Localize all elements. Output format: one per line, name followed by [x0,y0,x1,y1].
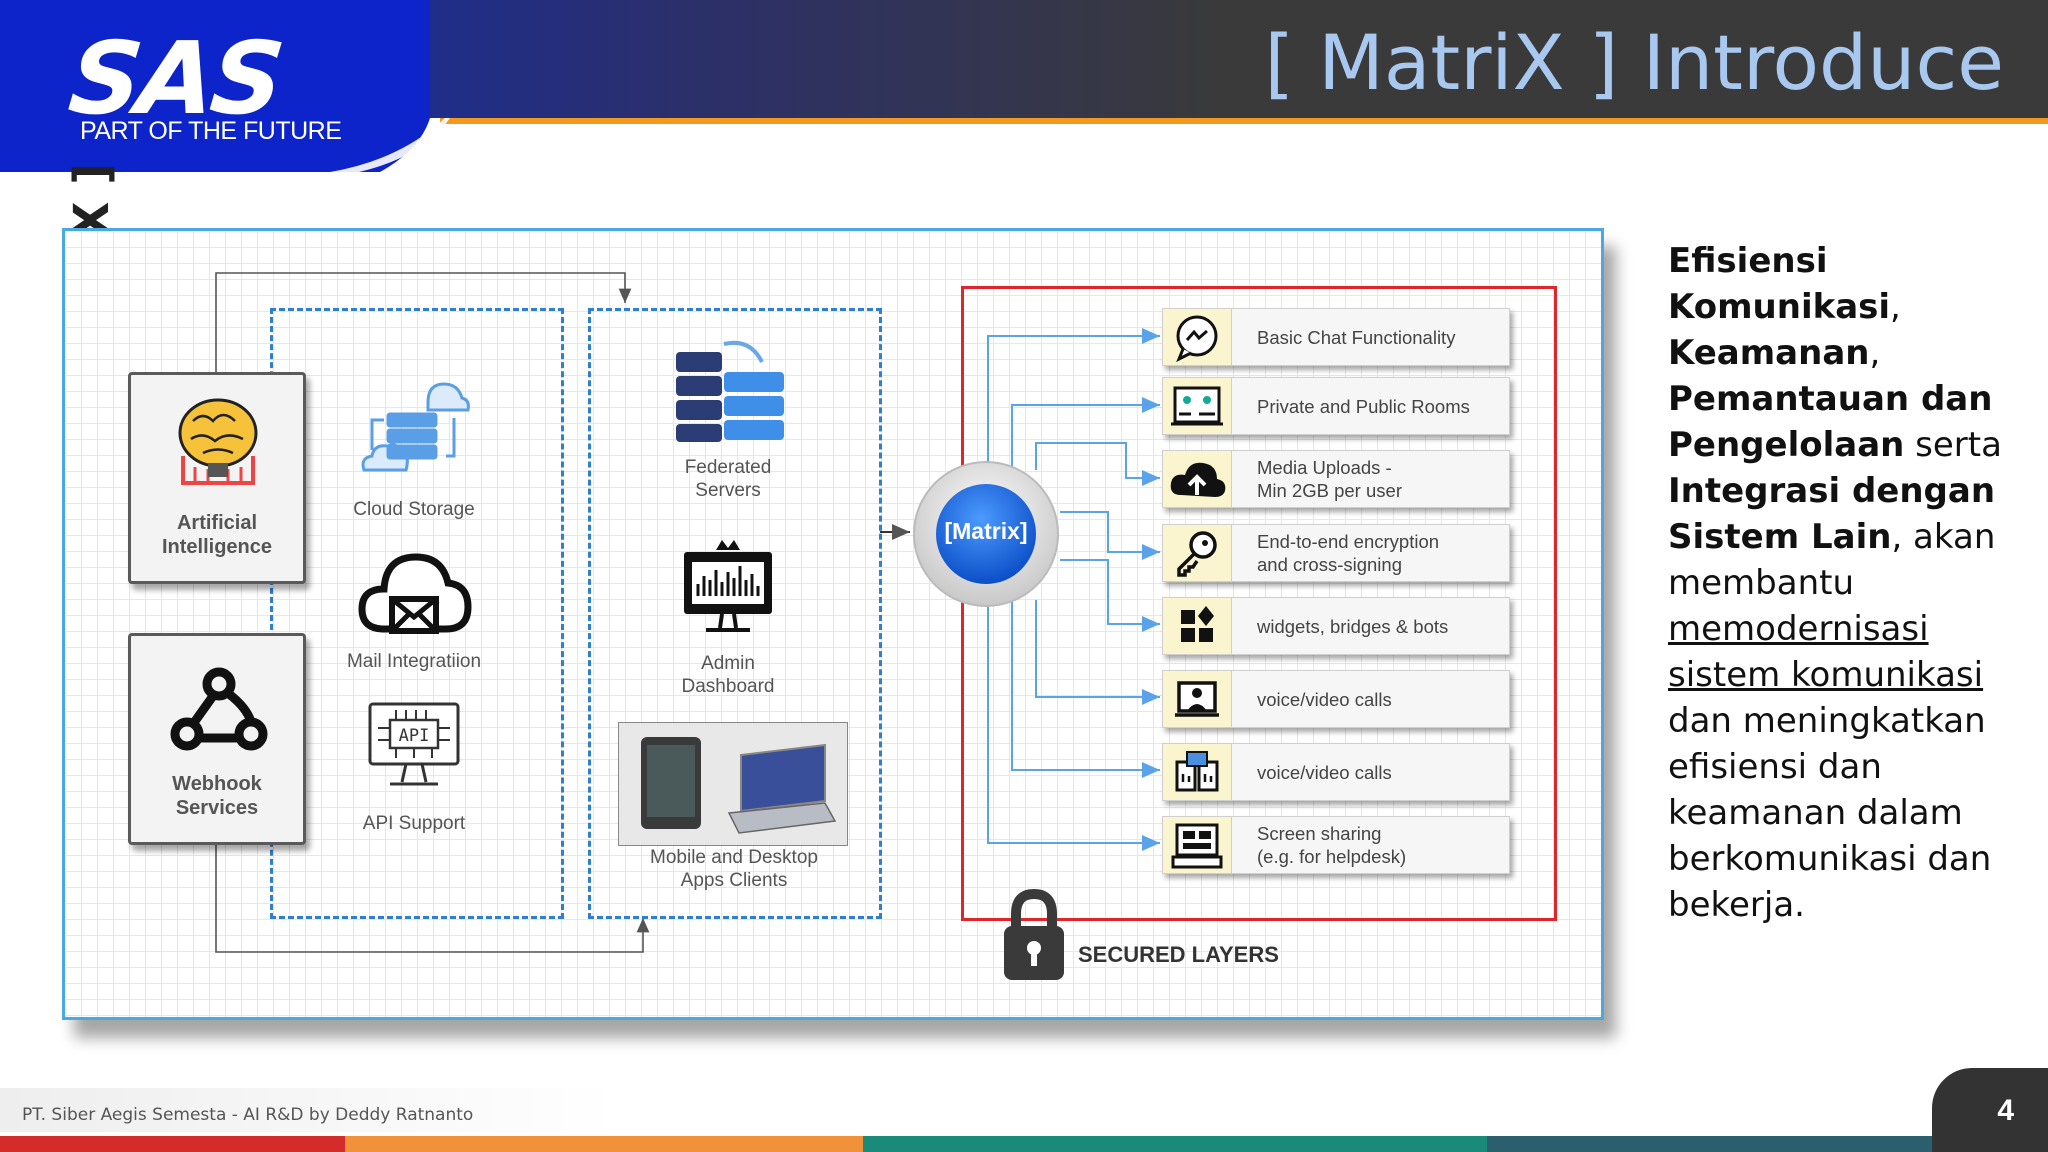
feature-encryption[interactable]: End-to-end encryption and cross-signing [1162,524,1510,582]
footer-credit-bg [0,1088,620,1132]
feature-label: widgets, bridges & bots [1257,615,1449,637]
clients-image [618,722,848,846]
matrix-hub[interactable] [910,458,1062,610]
devices-icon [641,737,837,834]
secured-layers-label: SECURED LAYERS [1078,942,1279,967]
mail-integration-label: Mail Integratiion [346,651,482,672]
feature-label: voice/video calls [1257,688,1392,710]
cloud-storage-icon [361,382,470,472]
header-background [0,0,2048,174]
page-number: 4 [1932,1068,2048,1152]
cloud-upload-icon [1170,462,1226,497]
feature-media-uploads[interactable]: Media Uploads - Min 2GB per user [1162,450,1510,508]
description-text: Efisiensi Komunikasi, Keamanan, Pemantau… [1668,241,2002,925]
feature-voice-video[interactable]: voice/video calls [1162,670,1510,728]
feature-rooms[interactable]: Private and Public Rooms [1162,377,1510,435]
lock-icon [1004,888,1064,980]
mail-integration-icon [358,553,472,634]
admin-dashboard-label: Admin Dashboard [681,653,775,697]
ai-label: Artificial Intelligence [161,512,273,558]
widgets-icon [1181,606,1214,642]
cloud-storage-label: Cloud Storage [353,499,475,520]
feature-voice-video-2[interactable]: voice/video calls [1162,743,1510,801]
secured-layers-box [961,286,1557,921]
webhook-card[interactable]: Webhook Services [128,633,306,845]
webhook-label: Webhook Services [172,773,262,819]
slide-title: [ MatriX ] Introduce [1264,18,2004,107]
key-icon [1177,531,1217,577]
chat-bubble-icon [1176,315,1218,363]
footer-credit: PT. Siber Aegis Semesta - AI R&D by Dedd… [22,1105,474,1125]
rooms-icon [1171,386,1223,426]
server-client-group [588,308,882,919]
feature-label: Basic Chat Functionality [1257,326,1456,348]
feature-widgets[interactable]: widgets, bridges & bots [1162,597,1510,655]
webhook-icon [170,667,268,751]
svg-text:API: API [399,726,430,746]
matrix-hub-label: [Matrix] [944,518,1028,544]
feature-chat[interactable]: Basic Chat Functionality [1162,308,1510,366]
brain-icon [178,398,258,485]
video-call-alt-icon [1175,751,1219,792]
screen-share-icon [1171,823,1223,869]
logo-tagline: PART OF THE FUTURE [80,117,342,145]
video-call-icon [1175,681,1219,717]
clients-label: Mobile and Desktop Apps Clients [650,847,818,891]
feature-label: Private and Public Rooms [1257,395,1470,417]
feature-label: End-to-end encryption and cross-signing [1257,531,1440,575]
admin-dashboard-icon [684,540,772,632]
integration-group [270,308,564,919]
api-label: API Support [362,813,466,834]
ai-card[interactable]: Artificial Intelligence [128,372,306,584]
feature-label: voice/video calls [1257,761,1392,783]
federated-servers-icon [676,340,784,442]
feature-label: Media Uploads - Min 2GB per user [1257,457,1402,501]
federated-servers-label: Federated Servers [684,457,772,501]
feature-screen-sharing[interactable]: Screen sharing (e.g. for helpdesk) [1162,816,1510,874]
api-icon: API [368,702,460,786]
feature-label: Screen sharing (e.g. for helpdesk) [1257,823,1407,867]
footer-color-bar [0,1136,2048,1152]
